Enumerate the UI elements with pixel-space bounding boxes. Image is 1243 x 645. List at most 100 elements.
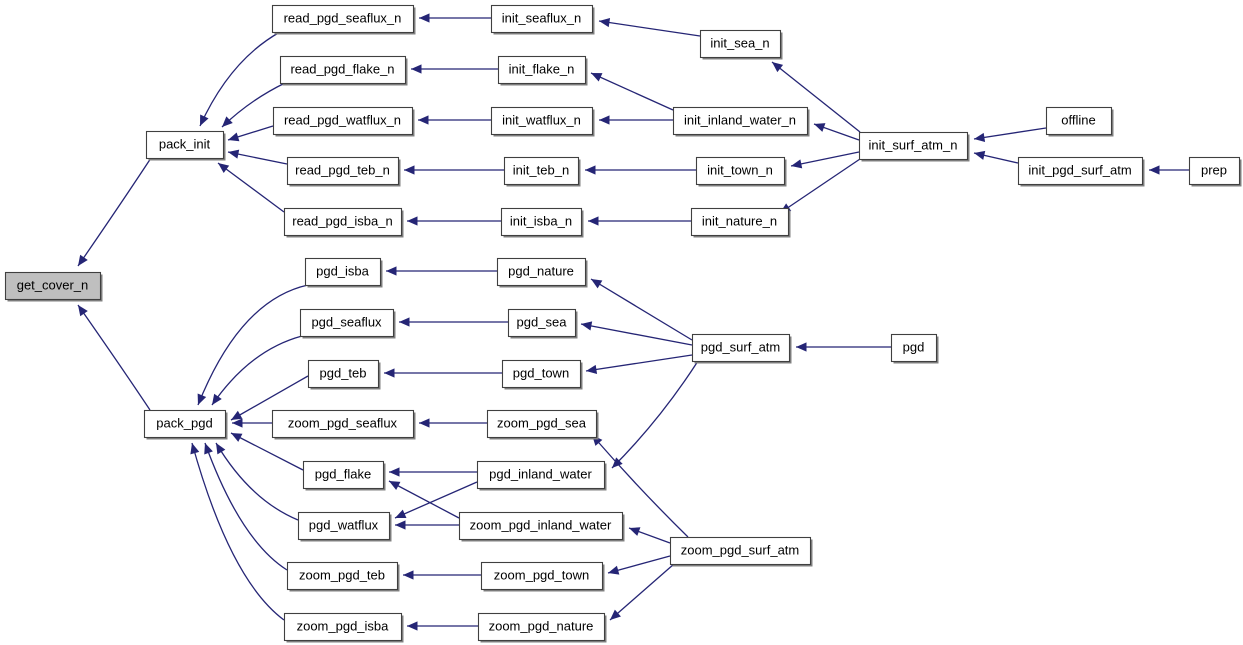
node-box[interactable]: [272, 106, 414, 136]
call-edge: [204, 442, 288, 571]
node-box[interactable]: [490, 106, 594, 136]
call-edge: [197, 284, 309, 406]
node-box[interactable]: [501, 359, 582, 389]
node-box[interactable]: [286, 156, 400, 186]
graph-node-init_watflux_n[interactable]: init_watflux_n: [490, 106, 595, 137]
graph-node-pack_init[interactable]: pack_init: [145, 130, 226, 161]
graph-node-get_cover_n[interactable]: get_cover_n: [4, 271, 103, 302]
call-edge: [607, 555, 671, 575]
node-box[interactable]: [490, 4, 594, 34]
graph-node-init_isba_n[interactable]: init_isba_n: [500, 207, 584, 238]
node-box[interactable]: [143, 409, 227, 439]
graph-node-zoom_pgd_nature[interactable]: zoom_pgd_nature: [477, 612, 607, 643]
graph-node-pgd_seaflux[interactable]: pgd_seaflux: [299, 308, 396, 339]
call-edge: [790, 151, 860, 169]
graph-node-init_surf_atm_n[interactable]: init_surf_atm_n: [858, 131, 970, 162]
node-box[interactable]: [271, 4, 415, 34]
graph-node-init_pgd_surf_atm[interactable]: init_pgd_surf_atm: [1017, 156, 1145, 187]
node-box[interactable]: [672, 106, 809, 136]
graph-node-zoom_pgd_surf_atm[interactable]: zoom_pgd_surf_atm: [669, 536, 813, 567]
graph-node-read_pgd_teb_n[interactable]: read_pgd_teb_n: [286, 156, 401, 187]
graph-node-pack_pgd[interactable]: pack_pgd: [143, 409, 228, 440]
node-box[interactable]: [497, 55, 587, 85]
node-box[interactable]: [477, 612, 606, 642]
call-edge: [389, 467, 477, 477]
graph-node-offline[interactable]: offline: [1045, 106, 1114, 137]
call-edge: [394, 481, 478, 519]
node-box[interactable]: [890, 333, 938, 363]
graph-node-init_town_n[interactable]: init_town_n: [695, 156, 787, 187]
node-box[interactable]: [271, 409, 415, 439]
graph-node-zoom_pgd_teb[interactable]: zoom_pgd_teb: [286, 561, 400, 592]
node-box[interactable]: [145, 130, 225, 160]
node-box[interactable]: [302, 460, 385, 490]
graph-node-zoom_pgd_town[interactable]: zoom_pgd_town: [480, 561, 605, 592]
call-edge: [1149, 165, 1189, 175]
call-edge: [771, 61, 861, 133]
graph-node-init_flake_n[interactable]: init_flake_n: [497, 55, 588, 86]
node-box[interactable]: [500, 207, 583, 237]
node-box[interactable]: [496, 257, 587, 287]
graph-node-pgd[interactable]: pgd: [890, 333, 939, 364]
graph-node-pgd_surf_atm[interactable]: pgd_surf_atm: [691, 333, 792, 364]
node-box[interactable]: [507, 308, 577, 338]
node-box[interactable]: [480, 561, 604, 591]
graph-node-pgd_isba[interactable]: pgd_isba: [304, 257, 383, 288]
node-box[interactable]: [1017, 156, 1144, 186]
graph-node-read_pgd_isba_n[interactable]: read_pgd_isba_n: [283, 207, 404, 238]
node-box[interactable]: [669, 536, 812, 566]
node-box[interactable]: [695, 156, 786, 186]
node-box[interactable]: [858, 131, 969, 161]
node-box[interactable]: [699, 29, 782, 59]
call-edge: [418, 115, 491, 125]
node-box[interactable]: [304, 257, 382, 287]
node-box[interactable]: [691, 333, 791, 363]
node-box[interactable]: [4, 271, 102, 301]
node-box[interactable]: [283, 612, 403, 642]
graph-node-pgd_sea[interactable]: pgd_sea: [507, 308, 578, 339]
graph-node-pgd_teb[interactable]: pgd_teb: [307, 359, 381, 390]
call-edge: [628, 527, 671, 544]
graph-node-pgd_flake[interactable]: pgd_flake: [302, 460, 386, 491]
graph-node-read_pgd_flake_n[interactable]: read_pgd_flake_n: [279, 55, 408, 86]
node-box[interactable]: [297, 511, 391, 541]
node-box[interactable]: [503, 156, 580, 186]
call-edge: [588, 216, 691, 226]
call-edge: [611, 360, 699, 469]
node-box[interactable]: [458, 511, 624, 541]
node-box[interactable]: [1045, 106, 1113, 136]
node-box[interactable]: [690, 207, 790, 237]
node-box[interactable]: [486, 409, 598, 439]
graph-node-zoom_pgd_isba[interactable]: zoom_pgd_isba: [283, 612, 404, 643]
graph-node-pgd_watflux[interactable]: pgd_watflux: [297, 511, 392, 542]
call-edge: [232, 418, 272, 428]
graph-node-pgd_inland_water[interactable]: pgd_inland_water: [476, 460, 607, 491]
call-edge: [230, 432, 304, 471]
node-box[interactable]: [283, 207, 403, 237]
graph-node-zoom_pgd_sea[interactable]: zoom_pgd_sea: [486, 409, 599, 440]
graph-node-zoom_pgd_seaflux[interactable]: zoom_pgd_seaflux: [271, 409, 416, 440]
node-box[interactable]: [307, 359, 380, 389]
node-box[interactable]: [299, 308, 395, 338]
call-edge: [585, 165, 696, 175]
graph-node-prep[interactable]: prep: [1188, 156, 1242, 187]
graph-node-init_sea_n[interactable]: init_sea_n: [699, 29, 783, 60]
node-box[interactable]: [279, 55, 407, 85]
graph-node-init_seaflux_n[interactable]: init_seaflux_n: [490, 4, 595, 35]
graph-node-init_nature_n[interactable]: init_nature_n: [690, 207, 791, 238]
node-box[interactable]: [1188, 156, 1241, 186]
call-edge: [77, 304, 151, 411]
node-box[interactable]: [476, 460, 606, 490]
graph-node-read_pgd_watflux_n[interactable]: read_pgd_watflux_n: [272, 106, 415, 137]
graph-node-zoom_pgd_inland_water[interactable]: zoom_pgd_inland_water: [458, 511, 625, 542]
graph-node-init_teb_n[interactable]: init_teb_n: [503, 156, 581, 187]
graph-node-init_inland_water_n[interactable]: init_inland_water_n: [672, 106, 810, 137]
call-edge: [227, 125, 274, 142]
graph-node-pgd_nature[interactable]: pgd_nature: [496, 257, 588, 288]
node-box[interactable]: [286, 561, 399, 591]
graph-node-pgd_town[interactable]: pgd_town: [501, 359, 583, 390]
call-edge: [386, 266, 497, 276]
graph-node-read_pgd_seaflux_n[interactable]: read_pgd_seaflux_n: [271, 4, 416, 35]
